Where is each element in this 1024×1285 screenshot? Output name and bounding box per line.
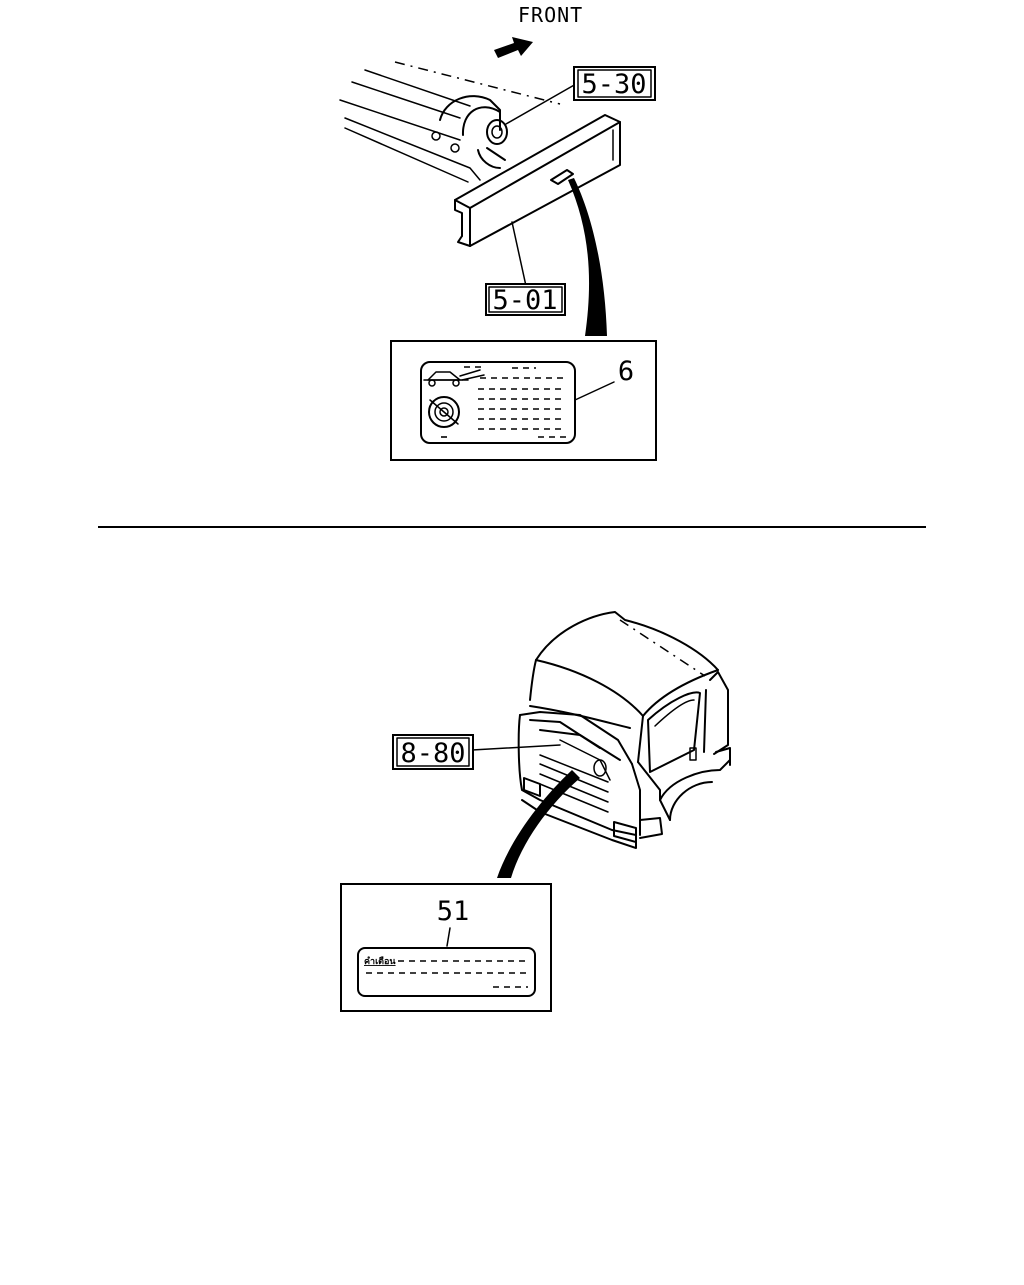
front-label: FRONT xyxy=(518,3,583,27)
label-6-text-lines xyxy=(441,366,566,438)
truck-cab-drawing xyxy=(517,611,731,849)
detail-frame-label-6: 6 xyxy=(390,340,657,461)
leader-6 xyxy=(574,381,615,401)
svg-text:5-01: 5-01 xyxy=(492,285,557,316)
leader-51 xyxy=(446,927,451,947)
warning-heading: คำเตือน xyxy=(364,955,396,967)
front-direction-indicator: FRONT xyxy=(494,3,583,58)
callout-51: 51 xyxy=(437,896,470,927)
zoom-pointer-top xyxy=(568,178,607,336)
callout-8-80: 8-80 xyxy=(392,734,474,770)
leader-5-30 xyxy=(505,83,577,125)
svg-text:8-80: 8-80 xyxy=(400,738,465,769)
callout-5-30: 5-30 xyxy=(573,66,656,101)
wheel-icon xyxy=(428,396,460,428)
frame-assembly-drawing xyxy=(339,61,621,247)
vehicle-lift-icon xyxy=(423,369,485,387)
detail-frame-label-51: 51 คำเตือน xyxy=(340,883,552,1012)
callout-6: 6 xyxy=(618,356,634,387)
svg-text:5-30: 5-30 xyxy=(581,69,646,100)
callout-5-01: 5-01 xyxy=(485,283,566,316)
leader-5-01 xyxy=(511,221,527,287)
zoom-pointer-bottom xyxy=(497,770,580,878)
leader-8-80 xyxy=(471,744,561,751)
front-arrow-icon xyxy=(494,37,533,58)
